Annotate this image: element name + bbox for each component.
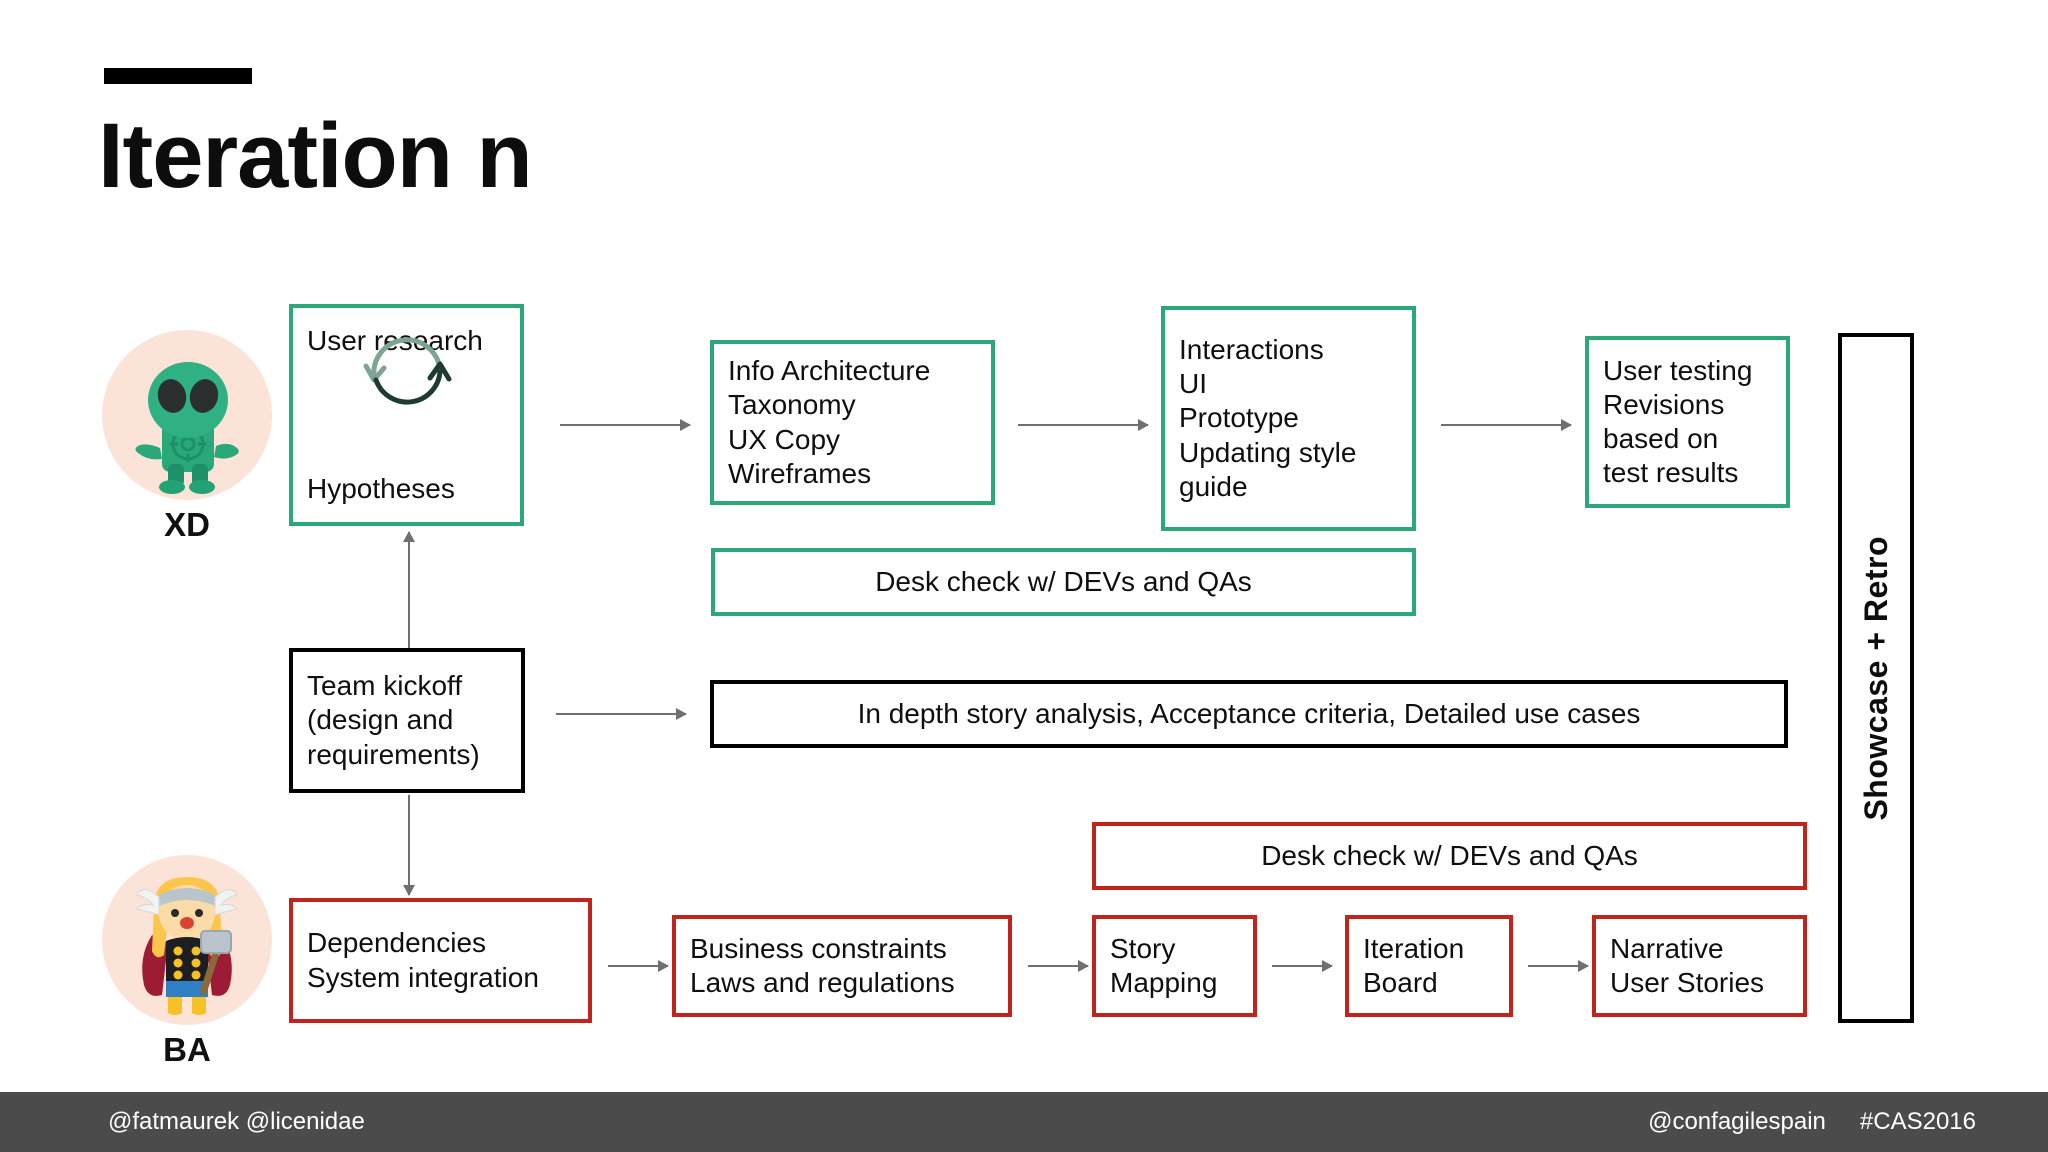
showcase-retro-label: Showcase + Retro <box>1857 535 1894 821</box>
avatar-label-ba: BA <box>163 1031 211 1068</box>
narrative-user-stories-box[interactable]: Narrative User Stories <box>1592 915 1807 1017</box>
story-mapping-label: Story Mapping <box>1110 932 1218 998</box>
title-rule <box>104 68 252 84</box>
arrow-kickoff-to-analysis <box>556 708 687 720</box>
arrow-interactions-to-testing <box>1441 419 1572 431</box>
footer-conference-handle: @confagilespain <box>1648 1108 1826 1135</box>
story-mapping-box[interactable]: Story Mapping <box>1092 915 1257 1017</box>
interactions-label: Interactions UI Prototype Updating style… <box>1179 334 1357 502</box>
avatar-xd: XD <box>102 330 272 543</box>
dependencies-box[interactable]: Dependencies System integration <box>289 898 592 1023</box>
business-constraints-box[interactable]: Business constraints Laws and regulation… <box>672 915 1012 1017</box>
iteration-board-box[interactable]: Iteration Board <box>1345 915 1513 1017</box>
user-research-box[interactable]: User research Hypotheses <box>289 304 524 526</box>
desk-check-xd-label: Desk check w/ DEVs and QAs <box>875 565 1252 597</box>
arrow-dependencies-to-constraints <box>608 960 669 972</box>
desk-check-xd-box[interactable]: Desk check w/ DEVs and QAs <box>711 548 1416 616</box>
arrow-ia-to-interactions <box>1018 419 1149 431</box>
story-analysis-label: In depth story analysis, Acceptance crit… <box>857 697 1641 729</box>
footer-right: @confagilespain #CAS2016 <box>1648 1108 1976 1136</box>
interactions-box[interactable]: Interactions UI Prototype Updating style… <box>1161 306 1416 531</box>
desk-check-ba-box[interactable]: Desk check w/ DEVs and QAs <box>1092 822 1807 890</box>
team-kickoff-box[interactable]: Team kickoff (design and requirements) <box>289 648 525 793</box>
user-research-bottom-label: Hypotheses <box>307 472 455 504</box>
user-testing-label: User testing Revisions based on test res… <box>1603 354 1753 489</box>
arrow-kickoff-to-research <box>403 531 415 650</box>
narrative-user-stories-label: Narrative User Stories <box>1610 932 1765 998</box>
showcase-retro-box[interactable]: Showcase + Retro <box>1838 333 1914 1023</box>
story-analysis-box[interactable]: In depth story analysis, Acceptance crit… <box>710 680 1788 748</box>
viking-thor-avatar-icon <box>136 877 238 1015</box>
footer-left-handles: @fatmaurek @licenidae <box>108 1108 365 1135</box>
iteration-board-label: Iteration Board <box>1363 932 1465 998</box>
avatar-label-xd: XD <box>164 506 210 543</box>
alien-avatar-icon <box>135 362 239 494</box>
arrow-board-to-narrative <box>1528 960 1589 972</box>
desk-check-ba-label: Desk check w/ DEVs and QAs <box>1261 839 1638 871</box>
avatar-ba: BA <box>102 855 272 1068</box>
footer-hashtag: #CAS2016 <box>1859 1108 1976 1135</box>
arrow-research-to-ia <box>560 419 691 431</box>
footer-bar: @fatmaurek @licenidae @confagilespain #CA… <box>0 1092 2048 1152</box>
info-architecture-label: Info Architecture Taxonomy UX Copy Wiref… <box>728 355 931 489</box>
team-kickoff-label: Team kickoff (design and requirements) <box>307 670 480 770</box>
arrow-mapping-to-board <box>1272 960 1333 972</box>
arrow-kickoff-to-dependencies <box>403 795 415 896</box>
user-testing-box[interactable]: User testing Revisions based on test res… <box>1585 336 1790 508</box>
arrow-constraints-to-mapping <box>1028 960 1089 972</box>
page-title: Iteration n <box>98 105 533 207</box>
business-constraints-label: Business constraints Laws and regulation… <box>690 932 955 998</box>
cycle-arrows-icon <box>363 337 451 405</box>
info-architecture-box[interactable]: Info Architecture Taxonomy UX Copy Wiref… <box>710 340 995 505</box>
dependencies-label: Dependencies System integration <box>307 927 539 993</box>
